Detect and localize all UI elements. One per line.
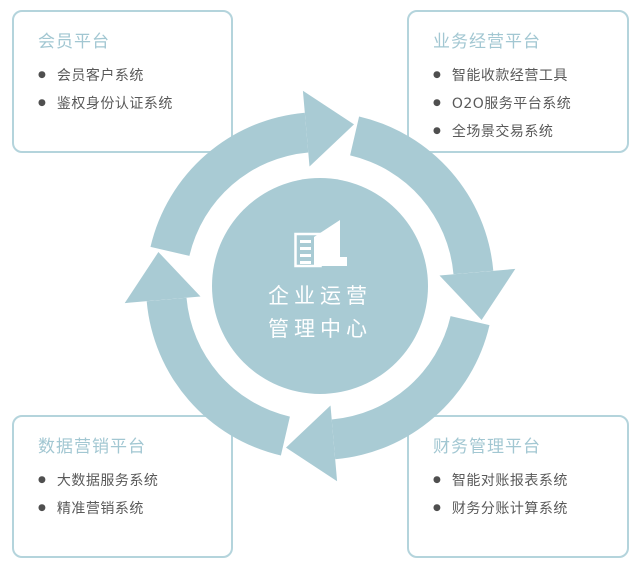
platform-title-member: 会员平台 [38,32,110,52]
bullet-icon: ● [38,69,46,80]
platform-title-business: 业务经营平台 [433,32,541,52]
item-label: 智能对账报表系统 [451,473,568,489]
center-title-line2: 管理中心 [268,317,372,341]
platform-items-member: ● 会员客户系统 ● 鉴权身份认证系统 [14,61,231,117]
arrowhead-icon [302,90,354,167]
item-label: 大数据服务系统 [56,473,159,489]
bullet-icon: ● [38,502,46,513]
platform-box-member: 会员平台 ● 会员客户系统 ● 鉴权身份认证系统 [12,10,233,153]
item-label: 智能收款经营工具 [451,68,568,84]
center-title-line1: 企业运营 [268,284,372,308]
platform-title-data-marketing: 数据营销平台 [38,437,146,457]
bullet-icon: ● [433,502,441,513]
list-item: ● 智能收款经营工具 [433,61,627,89]
bullet-icon: ● [433,97,441,108]
list-item: ● 精准营销系统 [38,494,231,522]
list-item: ● 会员客户系统 [38,61,231,89]
bullet-icon: ● [433,69,441,80]
platform-box-data-marketing: 数据营销平台 ● 大数据服务系统 ● 精准营销系统 [12,415,233,558]
item-label: O2O服务平台系统 [451,96,572,112]
list-item: ● 财务分账计算系统 [433,494,627,522]
item-label: 会员客户系统 [56,68,144,84]
item-label: 鉴权身份认证系统 [56,96,173,112]
bullet-icon: ● [38,474,46,485]
building-icon [294,220,347,268]
platform-title-finance: 财务管理平台 [433,437,541,457]
platform-items-data-marketing: ● 大数据服务系统 ● 精准营销系统 [14,466,231,522]
bullet-icon: ● [38,97,46,108]
list-item: ● 全场景交易系统 [433,117,627,145]
list-item: ● 鉴权身份认证系统 [38,89,231,117]
platform-box-business: 业务经营平台 ● 智能收款经营工具 ● O2O服务平台系统 ● 全场景交易系统 [407,10,629,153]
platform-items-finance: ● 智能对账报表系统 ● 财务分账计算系统 [409,466,627,522]
item-label: 精准营销系统 [56,501,144,517]
list-item: ● 智能对账报表系统 [433,466,627,494]
list-item: ● 大数据服务系统 [38,466,231,494]
item-label: 全场景交易系统 [451,124,554,140]
item-label: 财务分账计算系统 [451,501,568,517]
bullet-icon: ● [433,125,441,136]
platform-items-business: ● 智能收款经营工具 ● O2O服务平台系统 ● 全场景交易系统 [409,61,627,145]
bullet-icon: ● [433,474,441,485]
platform-box-finance: 财务管理平台 ● 智能对账报表系统 ● 财务分账计算系统 [407,415,629,558]
list-item: ● O2O服务平台系统 [433,89,627,117]
